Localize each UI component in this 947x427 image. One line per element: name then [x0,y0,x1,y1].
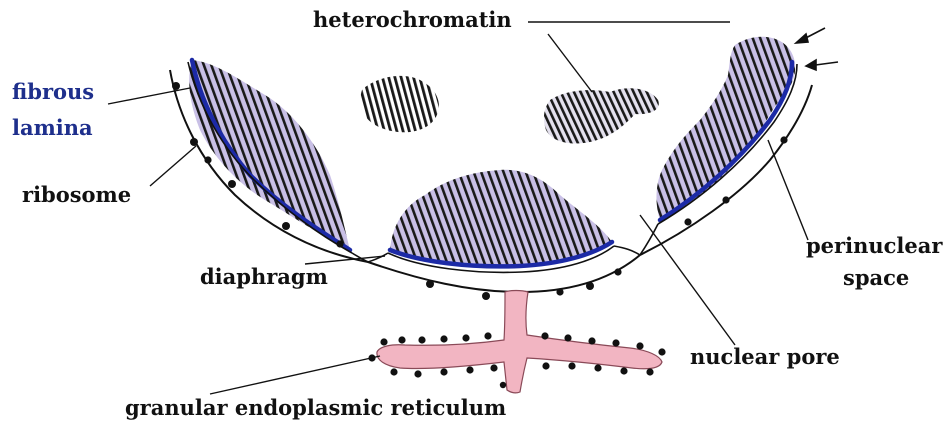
ribosome-dot [204,156,211,163]
label-diaphragm: diaphragm [200,265,328,289]
pore-diaphragm-right [614,224,658,255]
er-ribosome-dot [564,334,571,341]
er-ribosome-dot [646,368,653,375]
ribosome-dot [426,280,434,288]
er-ribosome-dot [390,368,397,375]
er-ribosome-dot [398,336,405,343]
leader-er [210,356,380,394]
er-ribosome-dot [440,368,447,375]
leader-nuclear-pore [640,215,735,345]
er-ribosome-dot [462,334,469,341]
er-ribosome-dot [380,338,387,345]
ribosome-dot [684,218,691,225]
er-ribosome-dot [542,362,549,369]
er-ribosome-dot [500,382,506,388]
ribosome-dot [780,136,787,143]
leader-heterochromatin-down [548,34,592,92]
label-nuclear-pore: nuclear pore [690,345,840,369]
leader-ribosome [150,146,196,186]
er-ribosome-dot [594,364,601,371]
label-fibrous-lamina-line2: lamina [12,116,93,140]
er-ribosome-dot [658,348,665,355]
ribosome-dot [172,82,180,90]
er-ribosome-dot [418,336,425,343]
er-ribosome-dot [568,362,575,369]
ribosome-dot [722,196,729,203]
arrow-upper-head [796,34,808,43]
er-ribosome-dot [588,337,595,344]
label-granular-er: granular endoplasmic reticulum [125,396,506,420]
er-ribosome-dot [620,367,627,374]
er-ribosome-dot [440,335,447,342]
ribosome-dot [336,240,343,247]
ribosome-dot [190,138,198,146]
label-fibrous-lamina-line1: fibrous [12,80,94,104]
er-ribosome-dot [414,370,421,377]
label-perinuclear-line2: space [843,266,909,290]
label-heterochromatin: heterochromatin [313,8,512,32]
heterochromatin-floating-right [544,88,659,143]
er-ribosome-dot [541,332,548,339]
er-ribosome-dot [636,342,643,349]
leader-perinuclear [768,140,808,240]
ribosome-dot [482,292,490,300]
ribosome-dot [228,180,236,188]
label-ribosome: ribosome [22,183,131,207]
ribosome-dot [556,288,563,295]
er-ribosome-dot [612,339,619,346]
label-perinuclear-line1: perinuclear [806,234,942,258]
er-ribosome-dot [490,364,497,371]
er-ribosome-dot [466,366,473,373]
ribosome-dot [586,282,594,290]
heterochromatin-right [656,37,795,220]
heterochromatin-center [390,170,612,266]
er-ribosome-dot [484,332,491,339]
heterochromatin-floating-left [361,76,439,132]
ribosome-dot [282,222,290,230]
arrows [796,28,838,70]
ribosome-dot [614,268,621,275]
arrow-lower-head [806,60,816,70]
